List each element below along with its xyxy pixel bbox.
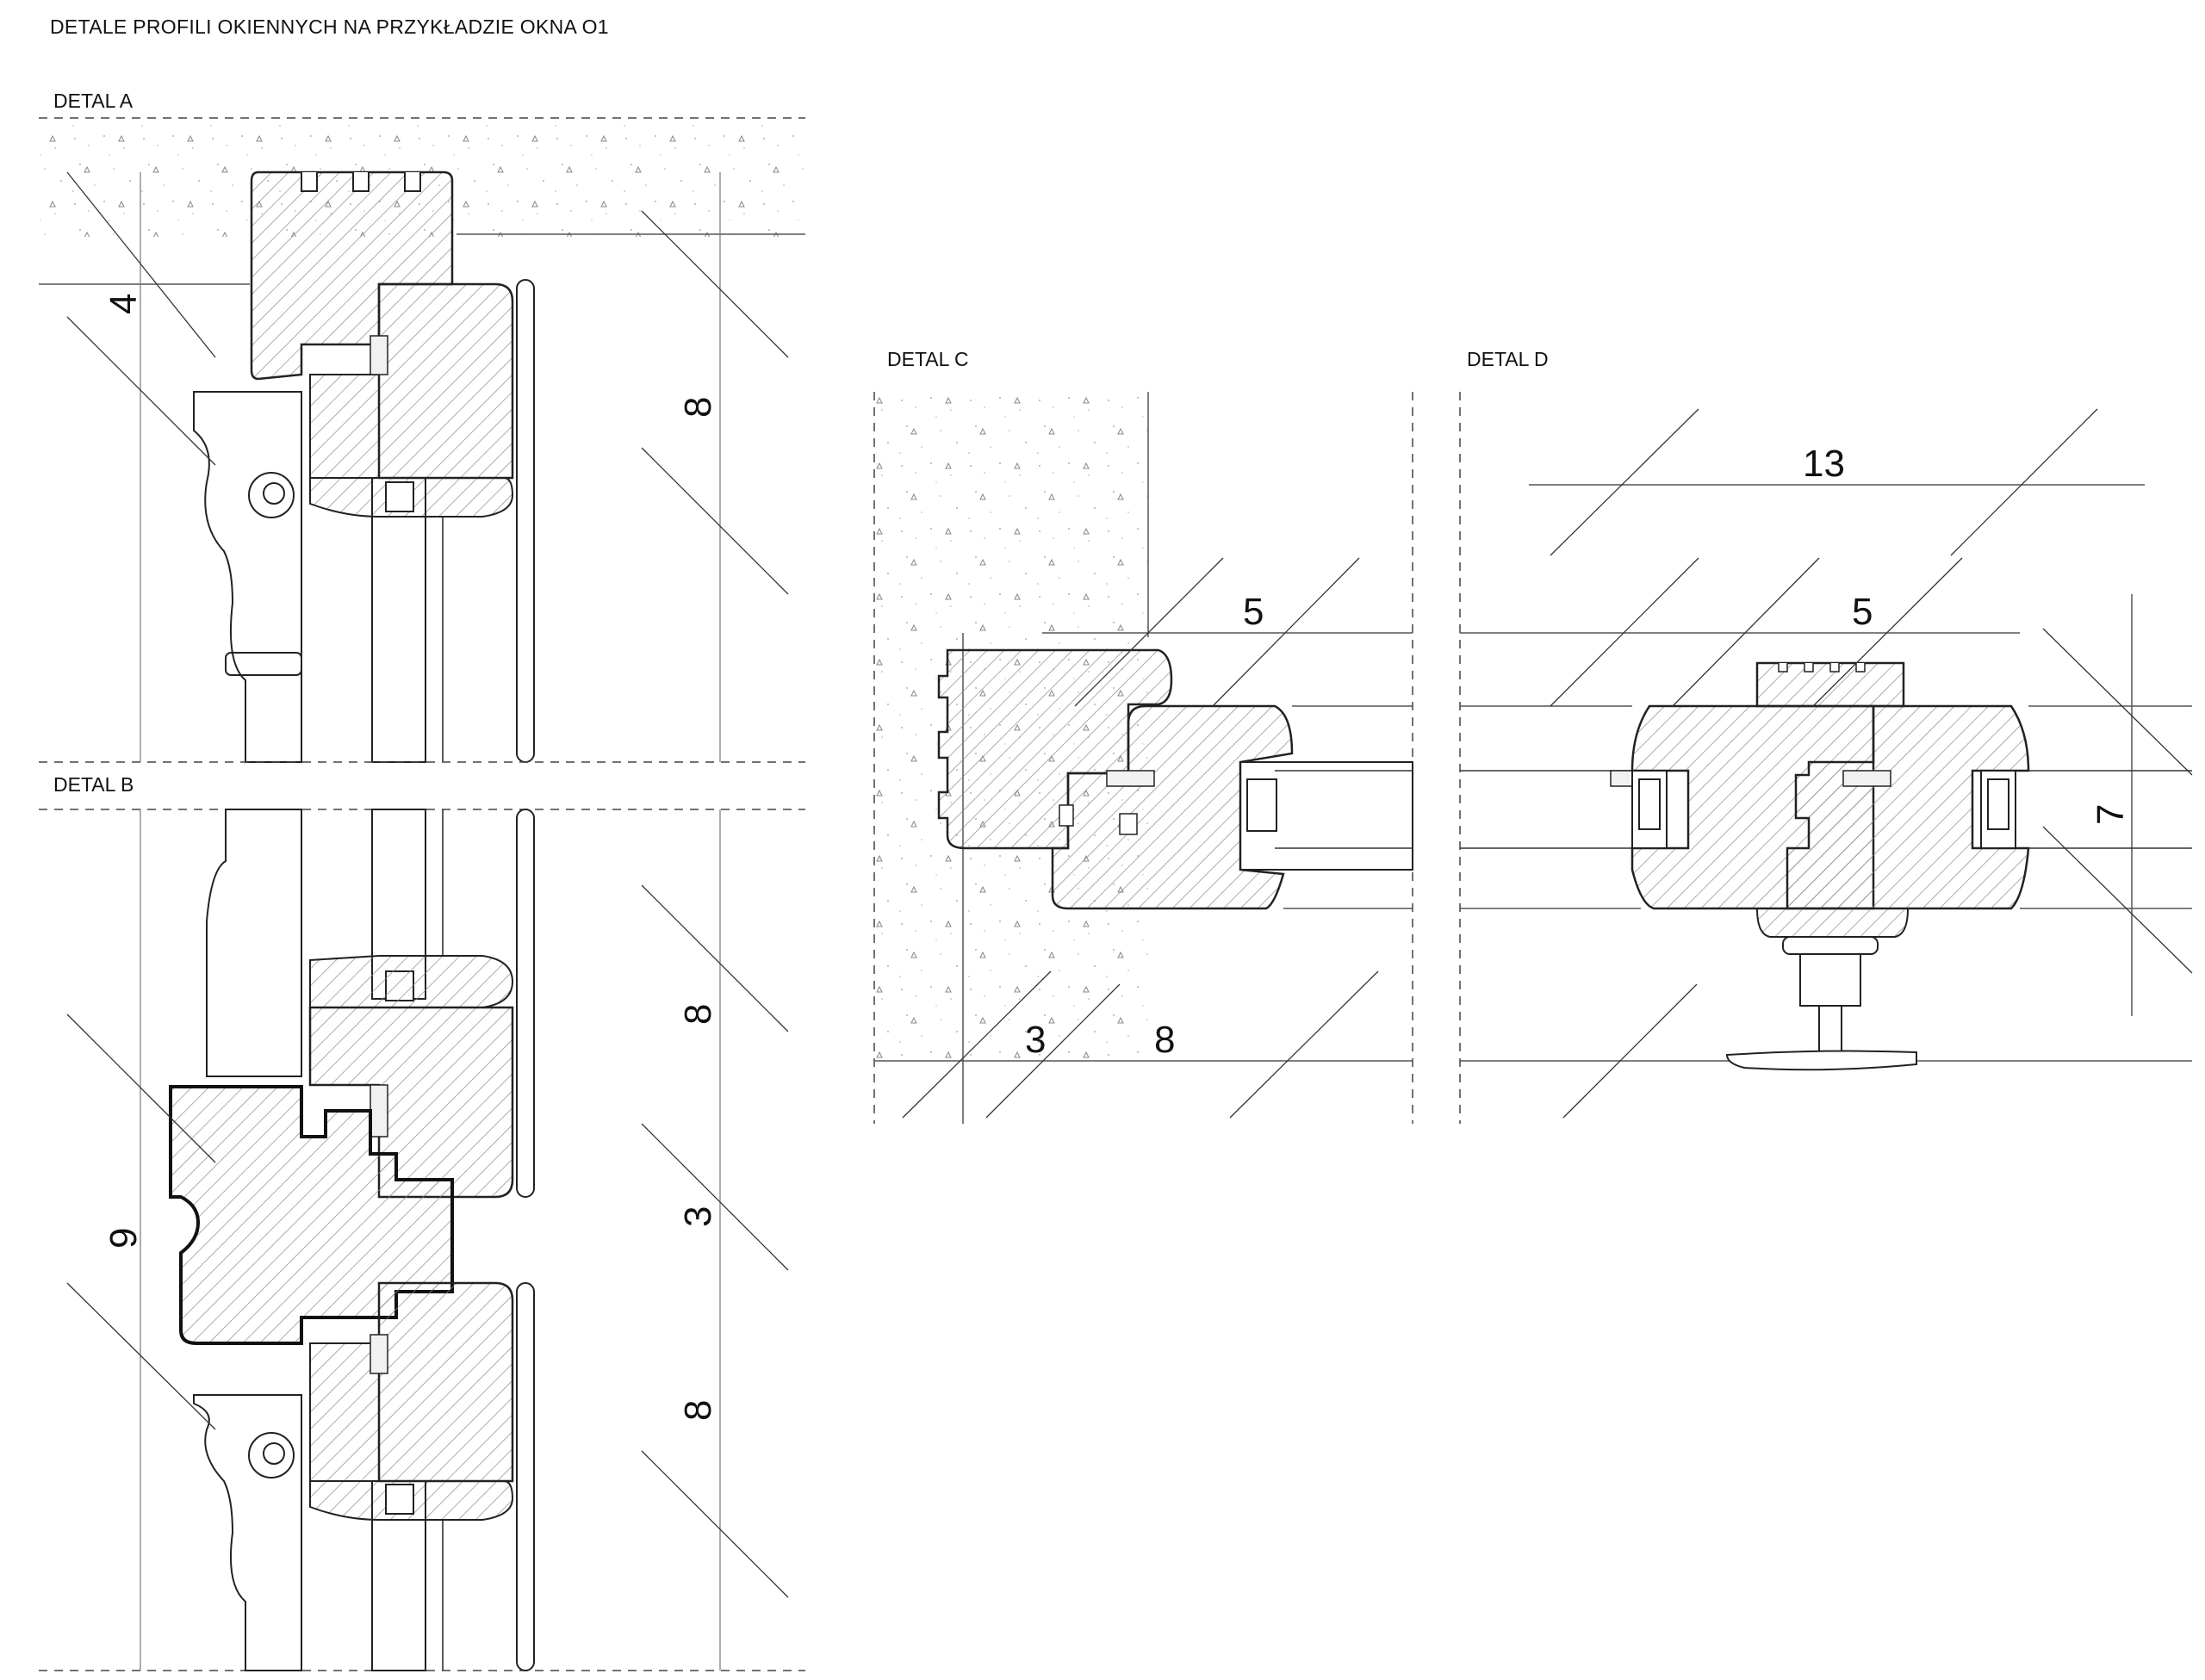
detail-b-drawing: 9 8 3 8 bbox=[39, 809, 805, 1671]
detail-b-lower-sash bbox=[377, 1281, 514, 1483]
detail-a-ornament bbox=[193, 391, 302, 763]
detail-d-dim-5: 5 bbox=[1852, 591, 1873, 633]
detail-c-dim-3: 3 bbox=[1025, 1019, 1046, 1061]
detail-a-glazing bbox=[371, 477, 426, 763]
detail-c-gasket bbox=[1106, 770, 1155, 787]
detail-c-label: DETAL C bbox=[887, 348, 969, 370]
detail-d-dim-7: 7 bbox=[2090, 804, 2132, 825]
detail-d-handle-base bbox=[1755, 908, 1910, 938]
detail-a-sash-profile bbox=[377, 282, 514, 480]
detail-d-handle-neck bbox=[1799, 953, 1861, 1007]
detail-c-drawing: 5 3 8 bbox=[873, 392, 1413, 1124]
sheet-title: DETALE PROFILI OKIENNYCH NA PRZYKŁADZIE … bbox=[50, 15, 609, 38]
detail-c-glazing bbox=[1239, 761, 1413, 871]
detail-a-drawing: 4 8 bbox=[39, 117, 805, 763]
detail-b-glazing-bottom bbox=[371, 1480, 426, 1671]
detail-a-gasket bbox=[370, 335, 388, 375]
detail-c-sash-profile bbox=[1051, 704, 1294, 910]
detail-b-dim-9: 9 bbox=[102, 1228, 145, 1249]
detail-a-label: DETAL A bbox=[53, 90, 134, 112]
detail-b-dim-8-bottom: 8 bbox=[677, 1400, 719, 1421]
detail-d-dim-13: 13 bbox=[1803, 443, 1845, 485]
detail-c-dim-8: 8 bbox=[1154, 1019, 1175, 1061]
detail-d-right-sash bbox=[1786, 704, 2030, 910]
detail-b-dim-8-top: 8 bbox=[677, 1004, 719, 1025]
detail-d-drawing: 13 5 7 bbox=[1459, 392, 2193, 1124]
detail-b-dim-3: 3 bbox=[677, 1206, 719, 1227]
detail-d-handle-lever bbox=[1725, 1050, 1917, 1071]
detail-b-transom-profile bbox=[169, 1085, 454, 1345]
detail-d-label: DETAL D bbox=[1467, 348, 1549, 370]
detail-a-dim-4: 4 bbox=[102, 294, 145, 314]
detail-a-dim-8: 8 bbox=[677, 397, 719, 418]
detail-a-frame-profile bbox=[250, 170, 454, 381]
detail-a-bead bbox=[516, 279, 535, 763]
detail-c-dim-5: 5 bbox=[1243, 591, 1264, 633]
detail-b-label: DETAL B bbox=[53, 773, 134, 796]
